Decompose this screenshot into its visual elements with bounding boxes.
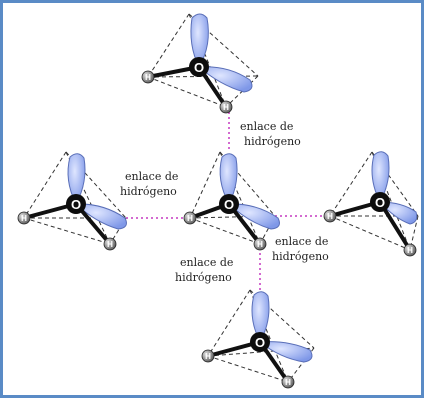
lone-pair-lobe bbox=[251, 291, 270, 344]
hydrogen-bonds bbox=[126, 112, 330, 292]
hydrogen-atom bbox=[323, 209, 337, 223]
hydrogen-label: H bbox=[21, 214, 27, 223]
lone-pair-lobe bbox=[378, 201, 418, 225]
label-left-line1: enlace de bbox=[125, 170, 178, 183]
label-top-line1: enlace de bbox=[240, 120, 293, 133]
lone-pair-lobe bbox=[371, 151, 390, 204]
label-right-line2: hidrógeno bbox=[272, 250, 329, 263]
hydrogen-atom bbox=[403, 243, 417, 257]
label-bottom-line1: enlace de bbox=[180, 256, 233, 269]
lone-pair-lobe bbox=[227, 203, 280, 230]
water-molecule-top: O H H bbox=[141, 13, 259, 114]
hydrogen-atom bbox=[219, 100, 233, 114]
hydrogen-atom bbox=[17, 211, 31, 225]
hydrogen-label: H bbox=[285, 378, 291, 387]
hydrogen-label: H bbox=[187, 214, 193, 223]
oxygen-label: O bbox=[255, 335, 265, 350]
oxygen-atom bbox=[370, 192, 390, 212]
water-molecule-right: O H H bbox=[323, 151, 419, 257]
hydrogen-atom bbox=[201, 349, 215, 363]
oxygen-atom bbox=[189, 57, 209, 77]
hydrogen-atom bbox=[281, 375, 295, 389]
label-left-line2: hidrógeno bbox=[120, 185, 177, 198]
lone-pair-lobe bbox=[190, 13, 209, 69]
hydrogen-label: H bbox=[205, 352, 211, 361]
label-top-line2: hidrógeno bbox=[244, 135, 301, 148]
hydrogen-atom bbox=[141, 70, 155, 84]
hydrogen-label: H bbox=[107, 240, 113, 249]
label-bottom-line2: hidrógeno bbox=[175, 271, 232, 284]
lone-pair-lobe bbox=[197, 66, 253, 93]
water-molecule-left: O H H bbox=[17, 151, 127, 251]
hydrogen-label: H bbox=[327, 212, 333, 221]
oxygen-label: O bbox=[71, 197, 81, 212]
hydrogen-label: H bbox=[223, 103, 229, 112]
hydrogen-atom bbox=[103, 237, 117, 251]
hydrogen-atom bbox=[183, 211, 197, 225]
label-right-line1: enlace de bbox=[275, 235, 328, 248]
oxygen-atom bbox=[66, 194, 86, 214]
oxygen-atom bbox=[250, 332, 270, 352]
oxygen-label: O bbox=[194, 60, 204, 75]
lone-pair-lobe bbox=[258, 341, 313, 363]
water-hydrogen-bond-diagram: O H H O H H bbox=[17, 13, 419, 389]
water-molecule-bottom: O H H bbox=[201, 289, 315, 389]
hydrogen-atom bbox=[253, 237, 267, 251]
lone-pair-lobe bbox=[74, 203, 127, 230]
oxygen-label: O bbox=[375, 195, 385, 210]
hydrogen-label: H bbox=[145, 73, 151, 82]
lone-pair-lobe bbox=[67, 153, 86, 206]
hydrogen-label: H bbox=[407, 246, 413, 255]
oxygen-label: O bbox=[224, 197, 234, 212]
lone-pair-lobe bbox=[219, 153, 238, 206]
hydrogen-label: H bbox=[257, 240, 263, 249]
water-molecule-center: O H H bbox=[183, 151, 280, 251]
oxygen-atom bbox=[219, 194, 239, 214]
